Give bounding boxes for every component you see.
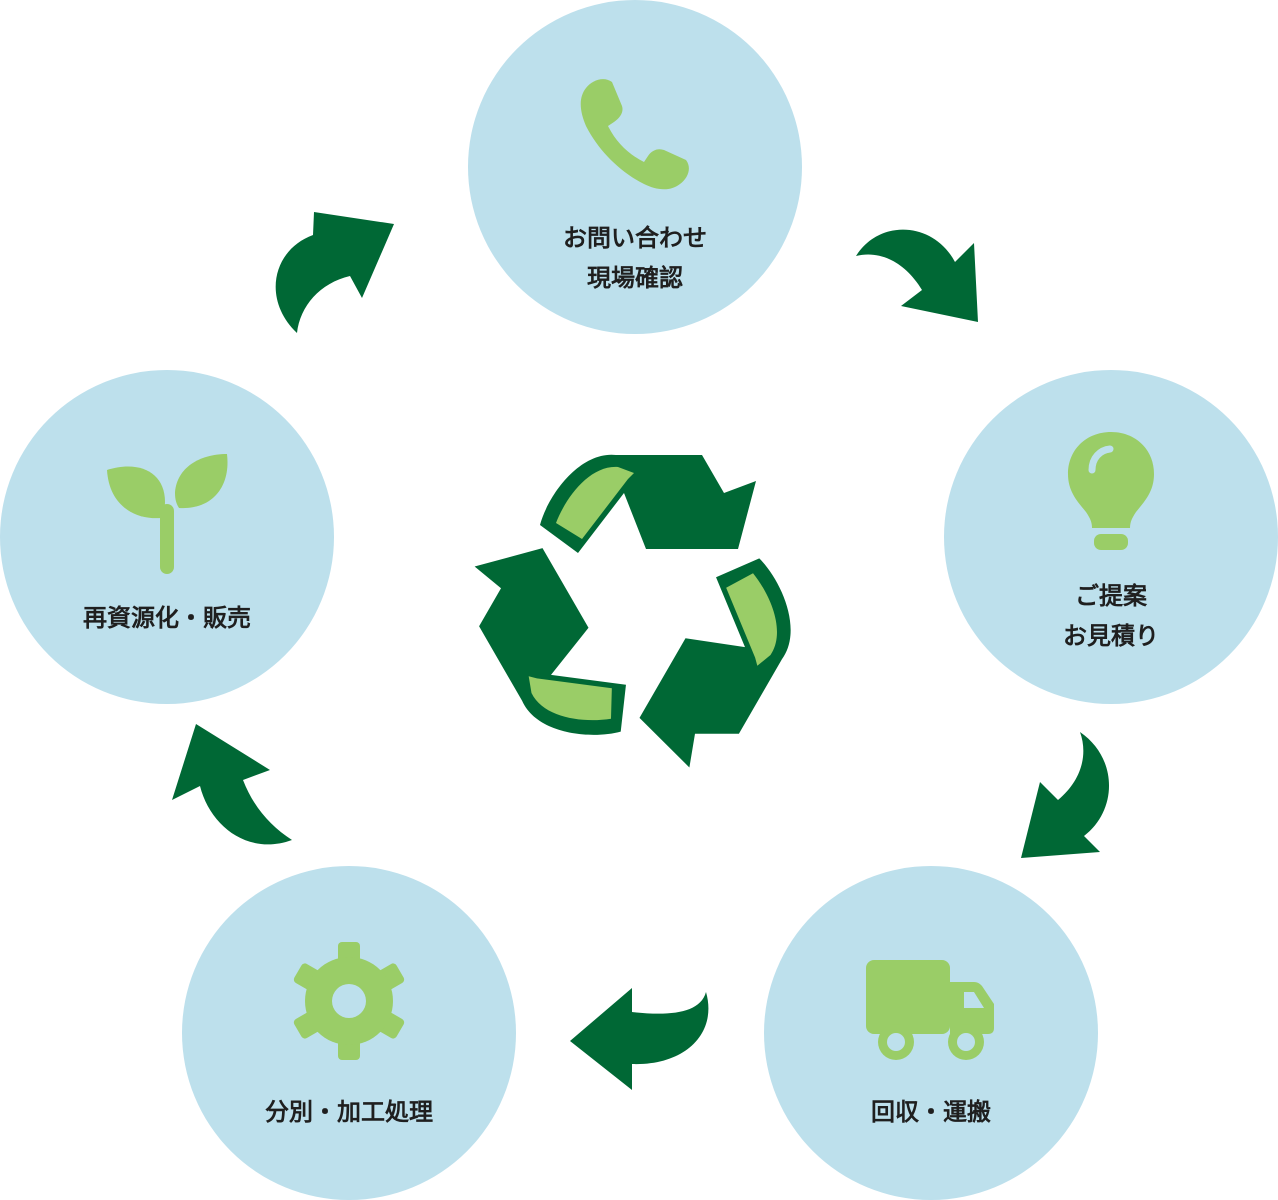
arrow-step4-to-step5 xyxy=(172,724,292,845)
sprout-icon xyxy=(0,448,334,580)
step-label-line: お見積り xyxy=(1063,622,1159,650)
gear-icon xyxy=(182,942,516,1064)
arrow-step1-to-step2 xyxy=(856,229,978,322)
step-label-line: 分別・加工処理 xyxy=(265,1098,433,1126)
phone-icon xyxy=(468,76,802,196)
step-label: ご提案 お見積り xyxy=(944,576,1278,656)
step-label: お問い合わせ 現場確認 xyxy=(468,218,802,298)
step-label: 回収・運搬 xyxy=(764,1092,1098,1132)
step-processing: 分別・加工処理 xyxy=(182,866,516,1200)
step-label-line: 回収・運搬 xyxy=(871,1098,991,1126)
step-label-line: お問い合わせ xyxy=(563,224,707,252)
step-label: 再資源化・販売 xyxy=(0,598,334,638)
step-label-line: ご提案 xyxy=(1075,582,1147,610)
step-proposal: ご提案 お見積り xyxy=(944,370,1278,704)
step-label-line: 再資源化・販売 xyxy=(83,604,251,632)
step-collection: 回収・運搬 xyxy=(764,866,1098,1200)
step-label: 分別・加工処理 xyxy=(182,1092,516,1132)
step-inquiry: お問い合わせ 現場確認 xyxy=(468,0,802,334)
light-bulb-icon xyxy=(944,430,1278,558)
step-label-line: 現場確認 xyxy=(587,264,683,292)
step-recycling: 再資源化・販売 xyxy=(0,370,334,704)
truck-icon xyxy=(764,958,1098,1066)
arrow-step3-to-step4 xyxy=(570,988,709,1090)
arrow-step2-to-step3 xyxy=(1021,732,1110,858)
arrow-step5-to-step1 xyxy=(275,212,394,333)
